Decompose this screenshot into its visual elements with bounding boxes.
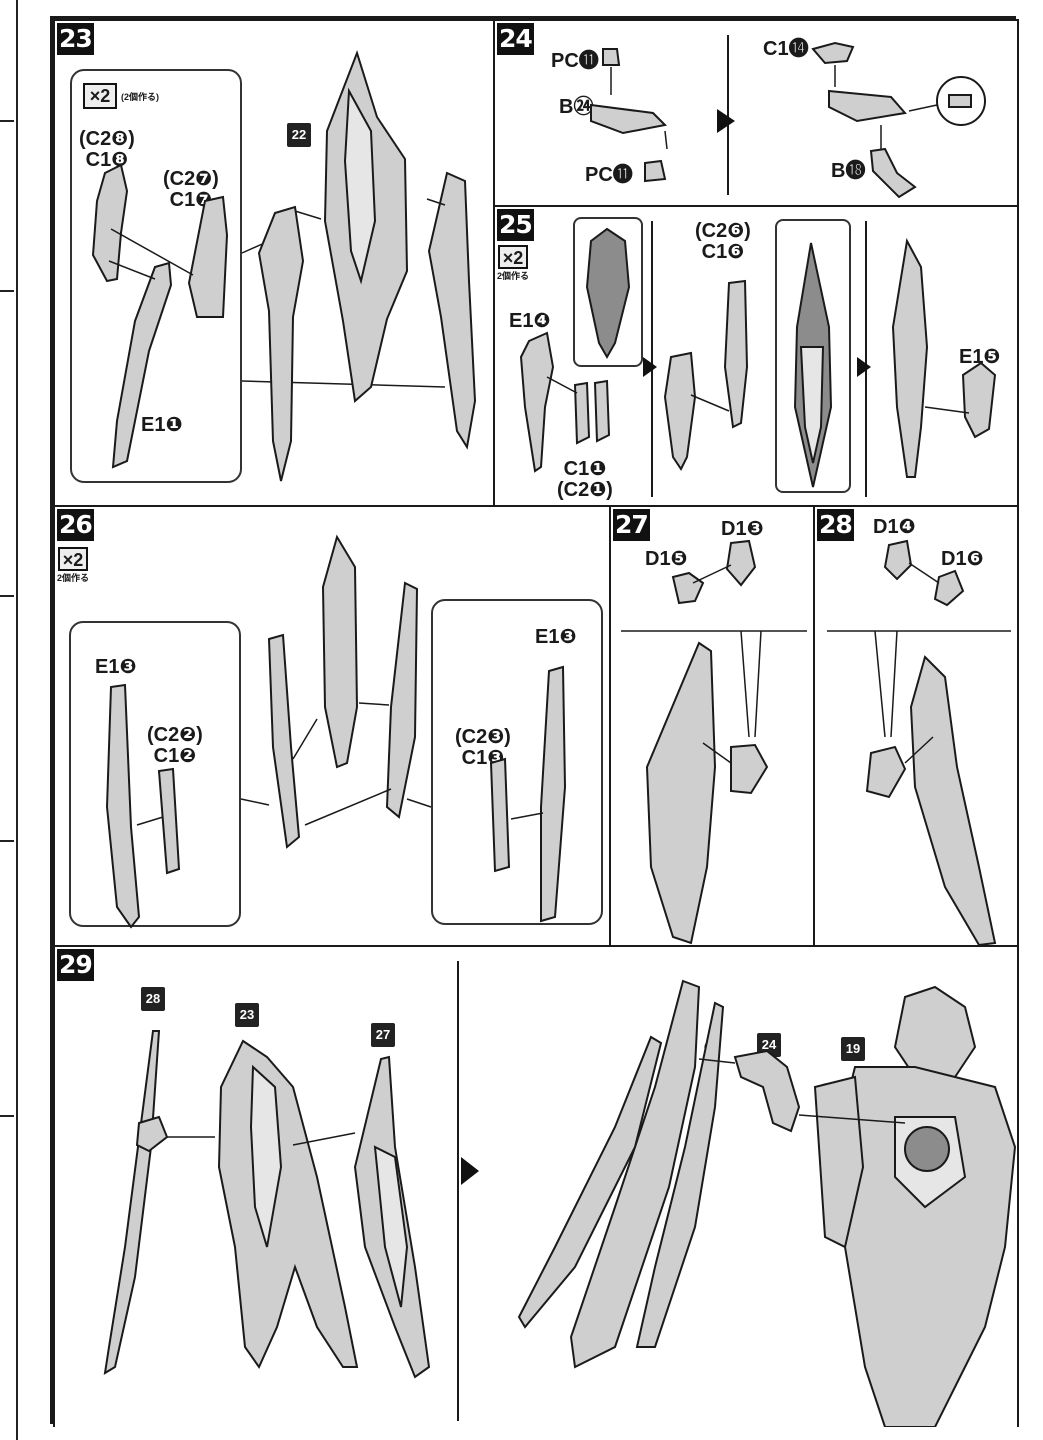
step-28-panel: 28 D1❹ D1❻ xyxy=(813,505,1019,947)
step-ref-badge: 19 xyxy=(841,1037,865,1061)
edge-divider xyxy=(0,840,14,842)
adjacent-page-edge xyxy=(0,0,18,1440)
part-label: B㉔ xyxy=(559,96,594,118)
step-number: 28 xyxy=(817,509,854,541)
step-25-illustration xyxy=(519,227,997,488)
make-two-badge: ×2 (2個作る) xyxy=(83,83,159,109)
part-label: PC⓫ xyxy=(585,164,633,186)
step-29-illustration xyxy=(103,979,1017,1427)
part-label: D1❸ xyxy=(721,518,764,540)
step-24-illustration xyxy=(590,41,986,199)
part-label: D1❹ xyxy=(873,516,916,538)
step-ref-badge: 22 xyxy=(287,123,311,147)
wing-right xyxy=(427,171,477,450)
multiplier: ×2 xyxy=(58,547,88,571)
base-b18 xyxy=(828,89,907,123)
part-label: E1❹ xyxy=(509,310,551,332)
part-label: B⓲ xyxy=(831,160,866,182)
make-two-badge: ×2 2個作る xyxy=(57,547,89,584)
multiplier-note: (2個作る) xyxy=(121,91,159,102)
subassembly-inset xyxy=(69,621,241,927)
part-label: (C2❻)C1❻ xyxy=(695,220,751,263)
step-29-panel: 29 28 23 27 24 19 ❶ ❷ xyxy=(53,945,1019,1427)
part-label: E1❶ xyxy=(141,414,183,436)
step-27-illustration xyxy=(621,539,807,945)
step-number: 24 xyxy=(497,23,534,55)
step-24-panel: 24 PC⓫ B㉔ PC⓫ C1⓮ B⓲ xyxy=(493,19,1019,207)
step-number: 23 xyxy=(57,23,94,55)
step-number: 29 xyxy=(57,949,94,981)
part-c1-7 xyxy=(187,195,229,318)
step-ref-badge: 27 xyxy=(371,1023,395,1047)
subassembly-inset xyxy=(431,599,603,925)
make-two-badge: ×2 2個作る xyxy=(497,245,529,282)
step-number: 25 xyxy=(497,209,534,241)
part-label: E1❺ xyxy=(959,346,1001,368)
part-label: C1⓮ xyxy=(763,38,809,60)
step-ref-badge: 23 xyxy=(235,1003,259,1027)
multiplier-note: 2個作る xyxy=(57,573,90,583)
part-label: E1❸ xyxy=(95,656,137,678)
step-26-illustration xyxy=(105,534,567,929)
part-label: (C2❼)C1❼ xyxy=(163,168,219,211)
part-e1-1 xyxy=(111,261,173,469)
part-c1-8 xyxy=(91,163,129,283)
step-25-panel: 25 ×2 2個作る E1❹ C1❶(C2❶) (C2❻)C1❻ E1❺ xyxy=(493,205,1019,509)
multiplier-note: 2個作る xyxy=(497,271,530,281)
multiplier: ×2 xyxy=(83,83,117,109)
part-label: (C2❽)C1❽ xyxy=(79,128,135,171)
step-26-panel: 26 ×2 2個作る E1❸ (C2❷)C1❷ E1❸ (C2❸)C1❸ xyxy=(53,505,611,947)
part-label: (C2❷)C1❷ xyxy=(147,724,203,767)
multiplier: ×2 xyxy=(498,245,528,269)
wing-center-detail xyxy=(343,87,377,285)
instruction-sheet: 23 ×2 (2個作る) (C2❽)C1❽ (C2❼)C1❼ E1❶ 22 xyxy=(50,16,1019,1427)
part-label: D1❻ xyxy=(941,548,984,570)
wing-left xyxy=(257,205,305,482)
part-label: E1❸ xyxy=(535,626,577,648)
part-label: C1❶(C2❶) xyxy=(557,458,613,501)
base-b24 xyxy=(590,103,668,135)
step-27-panel: 27 D1❸ D1❺ xyxy=(609,505,815,947)
step-ref-badge: 28 xyxy=(141,987,165,1011)
edge-divider xyxy=(0,290,14,292)
step-number: 26 xyxy=(57,509,94,541)
edge-divider xyxy=(0,595,14,597)
edge-divider xyxy=(0,1115,14,1117)
step-number: 27 xyxy=(613,509,650,541)
edge-divider xyxy=(0,120,14,122)
part-label: D1❺ xyxy=(645,548,688,570)
step-23-panel: 23 ×2 (2個作る) (C2❽)C1❽ (C2❼)C1❼ E1❶ 22 xyxy=(53,19,495,507)
part-label: PC⓫ xyxy=(551,50,599,72)
step-28-illustration xyxy=(827,539,1011,945)
step-23-illustration xyxy=(91,49,477,482)
